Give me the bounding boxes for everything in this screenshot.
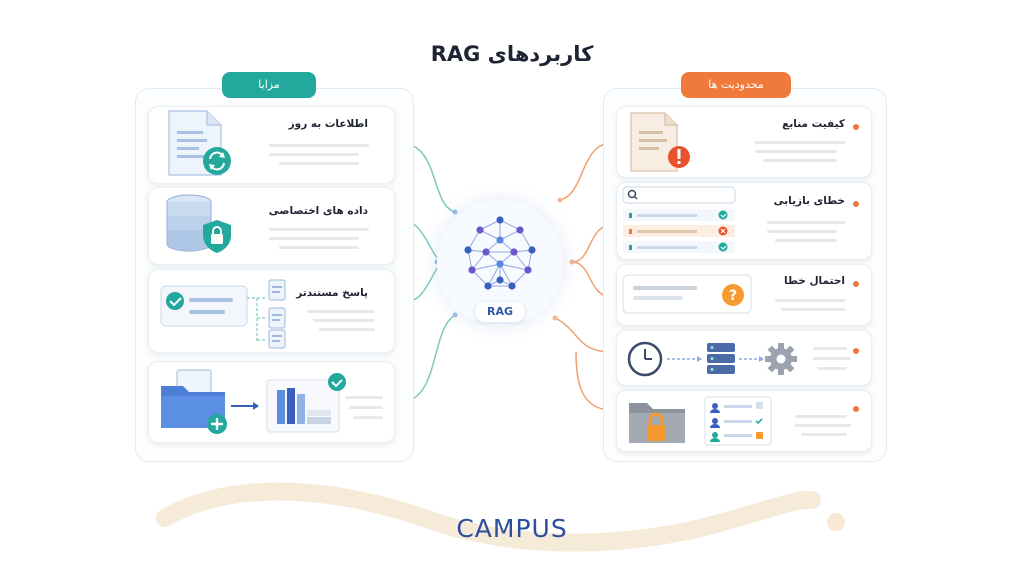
bullet-dot [853,406,859,412]
placeholder-line [767,230,837,233]
document-sync-icon [168,110,231,176]
placeholder-line [767,221,845,224]
placeholder-line [269,228,369,231]
placeholder-line [755,141,845,144]
placeholder-line [801,433,847,436]
question-icon: ? [622,274,752,314]
placeholder-line [813,357,851,360]
checklist-docs-icon [160,279,286,349]
placeholder-line [763,159,837,162]
placeholder-line [269,144,369,147]
clock-server-gear-icon [627,341,797,377]
placeholder-line [269,237,359,240]
placeholder-line [349,406,383,409]
search-results-icon [622,186,736,253]
bullet-dot [853,201,859,207]
neural-network-icon [464,216,536,290]
placeholder-line [279,162,359,165]
folder-books-icon [161,369,346,434]
limitation-label-1: کیفیت منابع [782,118,845,130]
limitation-card-3: ? احتمال خطا [616,264,872,326]
placeholder-line [775,299,845,302]
placeholder-line [307,310,375,313]
svg-text:?: ? [729,288,737,304]
document-warning-icon [630,112,690,172]
placeholder-line [269,153,359,156]
placeholder-line [781,308,845,311]
limitation-card-4 [616,330,872,386]
rag-label: RAG [475,302,525,322]
advantage-card-2: داده های اختصاصی [148,187,395,265]
limitation-card-1: کیفیت منابع [616,106,872,178]
advantage-card-1: اطلاعات به روز [148,106,395,184]
advantage-label-2: داده های اختصاصی [268,205,368,217]
folder-lock-users-icon [629,396,772,446]
placeholder-line [795,424,851,427]
limitation-card-2: خطای بازیابی [616,182,872,260]
placeholder-line [313,319,375,322]
bullet-dot [853,348,859,354]
placeholder-line [345,396,383,399]
limitation-label-2: خطای بازیابی [773,195,845,207]
placeholder-line [319,328,375,331]
limitation-label-3: احتمال خطا [784,275,845,287]
advantage-label-3: پاسخ مستندتر [296,287,368,299]
placeholder-line [353,416,383,419]
placeholder-line [813,347,847,350]
advantage-card-4 [148,361,395,443]
placeholder-line [817,367,847,370]
connector-right-4 [554,317,613,353]
placeholder-line [795,415,847,418]
advantage-card-3: پاسخ مستندتر [148,269,395,353]
placeholder-line [279,246,359,249]
placeholder-line [755,150,837,153]
advantage-label-1: اطلاعات به روز [288,118,368,130]
page-title: کاربردهای RAG [430,42,594,66]
bullet-dot [853,281,859,287]
limitations-header: محدودیت ها [681,72,791,98]
placeholder-line [775,239,837,242]
bullet-dot [853,124,859,130]
campus-logo: CAMPUS [456,514,568,543]
advantages-header: مزایا [222,72,316,98]
limitation-card-5 [616,390,872,452]
database-lock-icon [166,194,231,253]
